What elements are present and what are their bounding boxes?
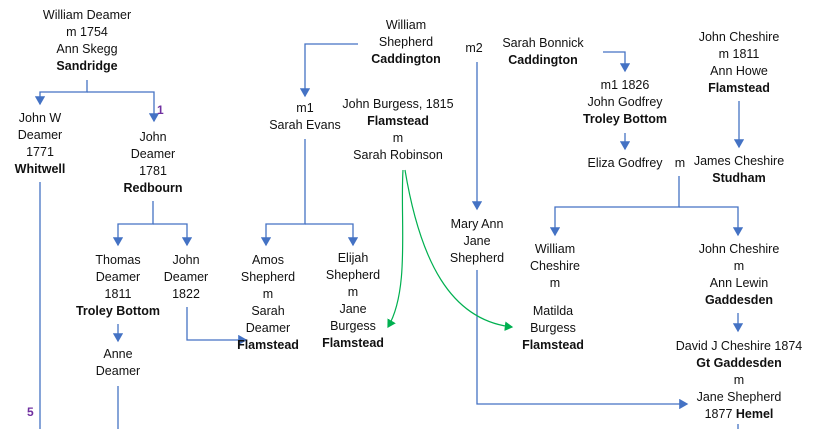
connector [476,270,689,410]
connector [260,139,306,247]
connector [299,43,358,98]
connector [305,223,359,247]
node-m2: m2 [465,41,483,55]
connector [549,176,680,237]
marker-1: 1 [157,103,164,117]
connector [153,223,193,247]
connector [679,206,744,237]
connector [87,91,160,123]
marker-5: 5 [27,405,34,419]
connector [34,80,88,106]
node-marriage: m [674,156,686,170]
connector [186,307,248,346]
node-eliza-godfrey: Eliza Godfrey [587,156,663,170]
connector [112,201,154,247]
link-curve [387,169,404,329]
link-curve [404,169,514,331]
connector [603,51,631,73]
